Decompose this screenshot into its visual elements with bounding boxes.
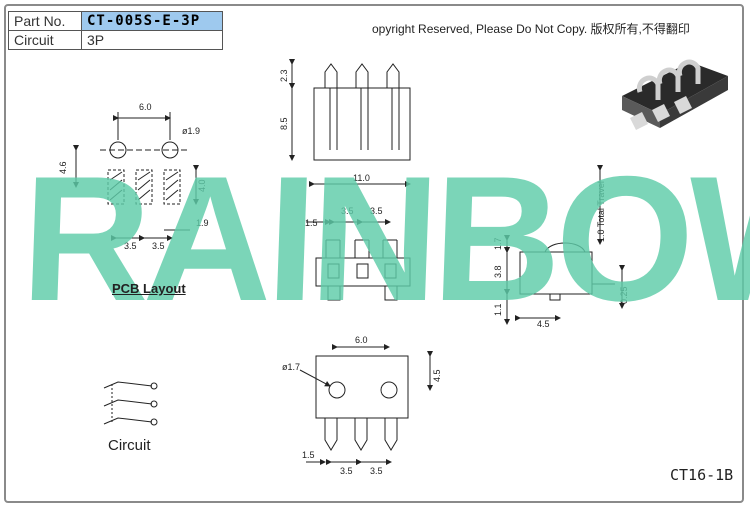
dim-pcb-hole-dia: ø1.9 (182, 126, 200, 136)
dim-bottom-pitch-b: 3.5 (370, 466, 383, 476)
brand-watermark: RAINBOW (18, 139, 750, 338)
dim-top-pin-offset: 1.5 (305, 218, 318, 228)
dim-right-d: 4.5 (537, 319, 550, 329)
dim-pcb-pad-width: 1.9 (196, 218, 209, 228)
dim-bottom-pitch: 6.0 (355, 335, 368, 345)
dim-right-a: 1.7 (493, 237, 503, 250)
circuit-caption: Circuit (108, 437, 151, 454)
dim-travel: 1.0 Total Travel (596, 181, 606, 242)
dim-bottom-hole: ø1.7 (282, 362, 300, 372)
copyright-notice: opyright Reserved, Please Do Not Copy. 版… (372, 22, 690, 36)
dim-bottom-height: 4.5 (432, 369, 442, 382)
dim-pcb-pitch-b: 3.5 (152, 241, 165, 251)
bottom-view (299, 344, 433, 465)
circuit-label-cell: Circuit (8, 30, 82, 50)
dim-bottom-pitch-a: 3.5 (340, 466, 353, 476)
model-code: CT16-1B (670, 466, 734, 484)
profile-view (504, 165, 625, 325)
dim-pcb-hole-pitch: 6.0 (139, 102, 152, 112)
product-render (622, 59, 728, 130)
circuit-value: 3P (81, 30, 223, 50)
dim-side-body: 8.5 (279, 117, 289, 130)
dim-right-c: 1.1 (493, 303, 503, 316)
dim-bottom-pin-offset: 1.5 (302, 450, 315, 460)
part-no-value: CT-005S-E-3P (81, 11, 223, 31)
side-view (289, 59, 411, 187)
dim-side-top: 2.3 (279, 69, 289, 82)
title-block: Part No. CT-005S-E-3P Circuit 3P (8, 11, 223, 50)
dim-right-b: 3.8 (493, 265, 503, 278)
dim-pcb-height: 4.6 (58, 161, 68, 174)
dim-side-width: 11.0 (353, 173, 370, 183)
pcb-layout-label: PCB Layout (112, 281, 186, 296)
circuit-symbol (103, 381, 158, 426)
dim-top-pitch-a: 3.5 (341, 206, 354, 216)
sheet-frame (4, 4, 744, 503)
top-view (306, 219, 411, 301)
dim-right-e: 0.25 (619, 286, 629, 304)
dim-pcb-pad-length: 4.0 (197, 179, 207, 192)
dim-top-pitch-b: 3.5 (370, 206, 383, 216)
dim-pcb-pitch-a: 3.5 (124, 241, 137, 251)
pcb-layout-view (73, 112, 199, 241)
